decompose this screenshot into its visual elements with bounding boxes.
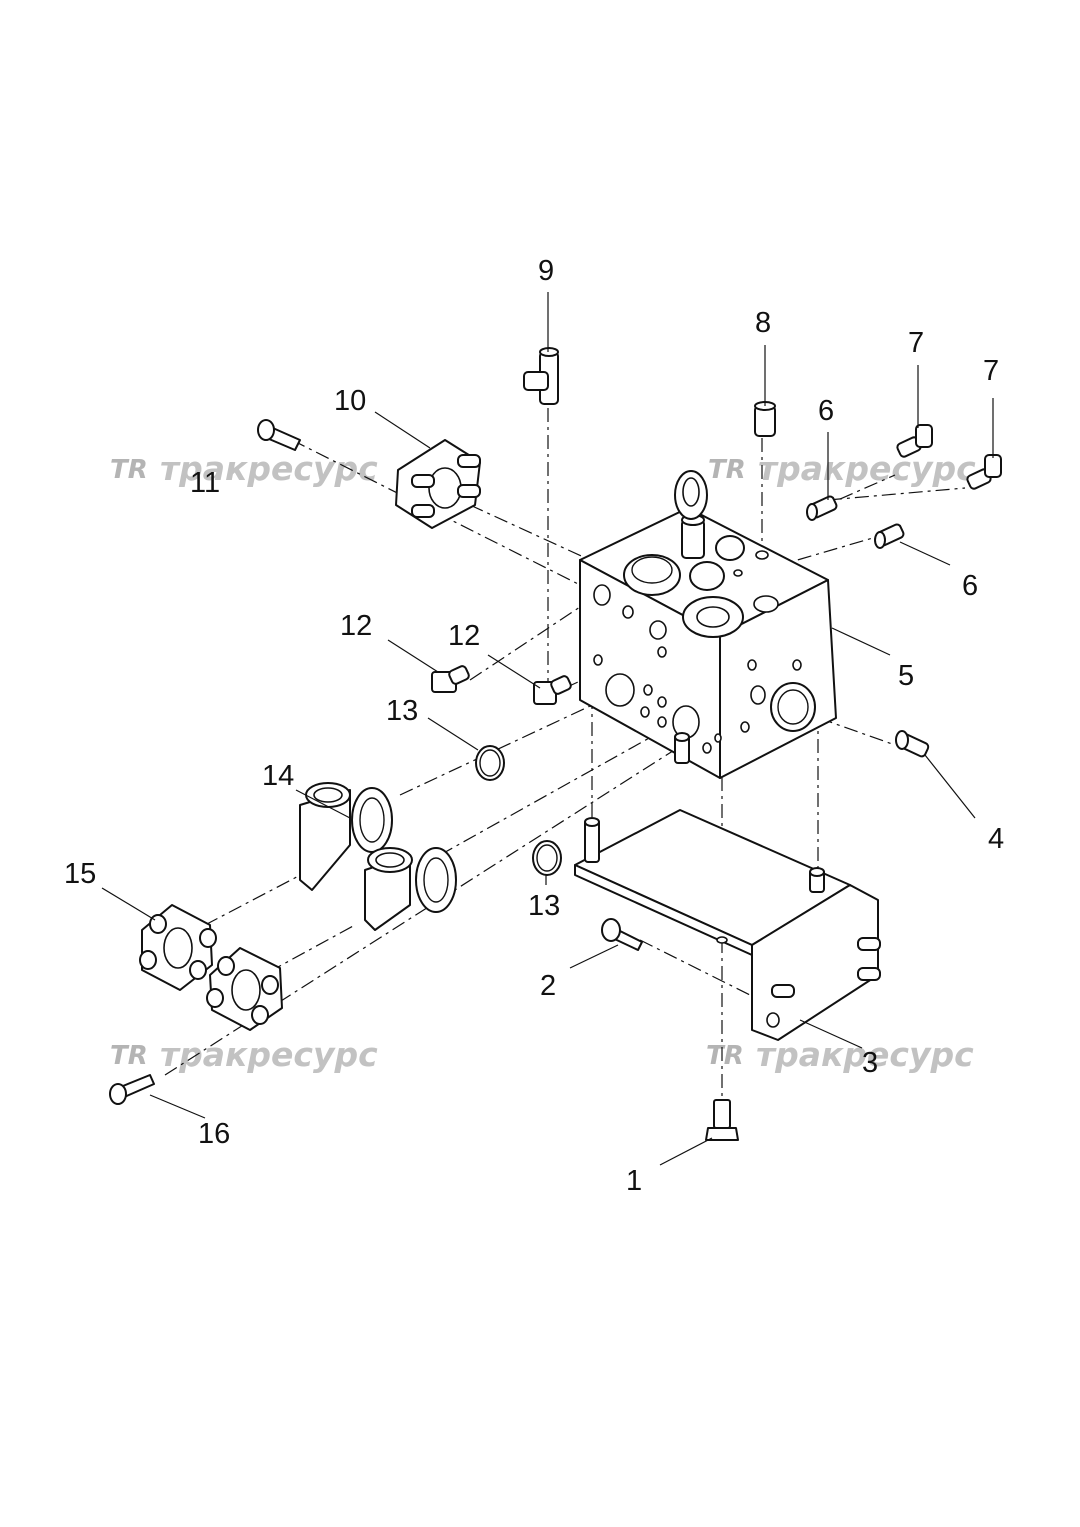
fitting-6-right	[874, 523, 905, 549]
elbow-12-left	[431, 665, 470, 693]
hex-plug	[623, 554, 681, 596]
watermark-bottom-left: TR тракресурс	[110, 1035, 378, 1074]
fitting-6-top	[806, 495, 838, 521]
callout-10: 10	[334, 385, 366, 417]
bolt-11	[257, 419, 301, 451]
watermark-top-left: TR тракресурс	[110, 449, 378, 488]
callout-7-right: 7	[983, 355, 999, 387]
callout-4: 4	[988, 823, 1004, 855]
callout-1: 1	[626, 1165, 642, 1197]
fitting-4	[895, 730, 930, 758]
watermark-top-right: TR тракресурс	[708, 449, 976, 488]
callout-13-bottom: 13	[528, 890, 560, 922]
watermark-logo: TR	[110, 1041, 148, 1071]
callout-9: 9	[538, 255, 554, 287]
elbow-flange-14-top	[299, 782, 393, 891]
elbow-flange-14-bottom	[364, 847, 457, 931]
callout-6-top: 6	[818, 395, 834, 427]
elbow-7-right	[966, 454, 1002, 490]
callout-12-right: 12	[448, 620, 480, 652]
top-cap	[689, 561, 725, 591]
o-ring-13-top	[475, 745, 505, 781]
split-flange-15-bottom	[206, 947, 283, 1031]
callout-11: 11	[190, 467, 220, 499]
watermark-bottom-right: TR тракресурс	[706, 1035, 974, 1074]
callout-13-top: 13	[386, 695, 418, 727]
callout-3: 3	[862, 1047, 878, 1079]
watermark-text: тракресурс	[758, 449, 976, 488]
elbow-7-left	[896, 424, 933, 458]
tee-fitting-9	[523, 347, 559, 405]
callout-7-left: 7	[908, 327, 924, 359]
bolt-16	[109, 1074, 155, 1105]
callout-12-left: 12	[340, 610, 372, 642]
callout-16: 16	[198, 1118, 230, 1150]
flange-10	[395, 439, 481, 529]
watermark-text: тракресурс	[160, 1035, 378, 1074]
top-cap	[715, 535, 745, 561]
valve-block	[579, 470, 837, 779]
mounting-bracket	[574, 732, 881, 1041]
elbow-12-right	[533, 675, 572, 705]
callout-5: 5	[898, 660, 914, 692]
callout-8: 8	[755, 307, 771, 339]
plug-8	[754, 401, 776, 437]
watermark-logo: TR	[708, 455, 746, 485]
bolt-1	[705, 1099, 739, 1141]
leader-lines	[101, 292, 994, 1166]
watermark-logo: TR	[706, 1041, 744, 1071]
watermark-logo: TR	[110, 455, 148, 485]
watermark-text: тракресурс	[160, 449, 378, 488]
watermark-text: тракресурс	[756, 1035, 974, 1074]
bolt-2	[601, 918, 643, 951]
callouts: 1 2 3 4 5 6 6 7 7 8 9 10 11 12 12 13 13 …	[64, 255, 1004, 1197]
callout-15: 15	[64, 858, 96, 890]
split-flange-15-top	[139, 904, 217, 991]
callout-2: 2	[540, 970, 556, 1002]
callout-14: 14	[262, 760, 294, 792]
o-ring-13-bottom	[532, 840, 562, 876]
callout-6-right: 6	[962, 570, 978, 602]
